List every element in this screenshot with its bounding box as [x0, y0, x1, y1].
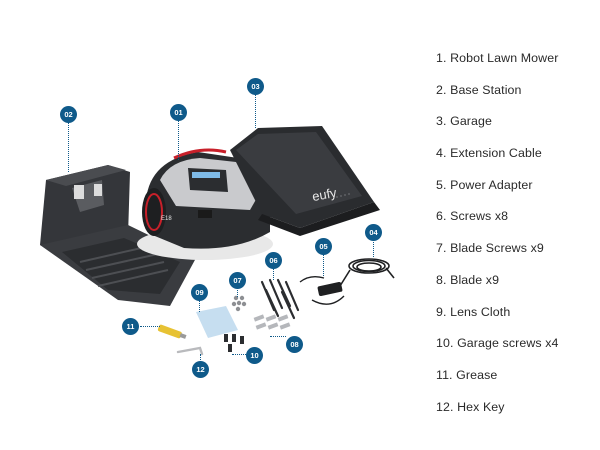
- garage-illustration: [230, 126, 380, 236]
- callout-01: 01: [170, 104, 187, 121]
- grease-illustration: [157, 324, 187, 339]
- list-item: 8. Blade x9: [436, 272, 500, 287]
- leader-10: [232, 354, 246, 355]
- garage-brand-mark: eufy: [311, 185, 338, 204]
- list-item: 1. Robot Lawn Mower: [436, 51, 559, 65]
- leader-06: [273, 268, 274, 280]
- blades-illustration: [253, 314, 291, 330]
- callout-04: 04: [365, 224, 382, 241]
- leader-01: [178, 120, 179, 160]
- leader-09: [199, 300, 200, 312]
- power-adapter-illustration: [299, 275, 345, 305]
- list-item: 11. Grease: [436, 367, 498, 382]
- callout-10: 10: [246, 347, 263, 364]
- list-item: 12. Hex Key: [436, 399, 505, 414]
- list-item: 4. Extension Cable: [436, 146, 542, 161]
- screws-illustration: [260, 278, 300, 320]
- callout-02: 02: [60, 106, 77, 123]
- leader-02: [68, 122, 69, 172]
- leader-12: [200, 354, 201, 362]
- components-drawing: eufy E18: [40, 126, 395, 356]
- leader-07: [237, 287, 238, 297]
- callout-12: 12: [192, 361, 209, 378]
- extension-cable-illustration: [339, 258, 395, 287]
- product-illustration: eufy E18 01 02 03 04 05 06 07 08 09 10 1…: [40, 78, 395, 378]
- leader-04: [373, 239, 374, 257]
- callout-06: 06: [265, 252, 282, 269]
- mower-model-mark: E18: [161, 216, 172, 222]
- callout-05: 05: [315, 238, 332, 255]
- list-item: 7. Blade Screws x9: [436, 241, 544, 256]
- list-item: 2. Base Station: [436, 82, 522, 97]
- lens-cloth-illustration: [196, 306, 238, 338]
- list-item: 3. Garage: [436, 114, 493, 129]
- component-list: 1. Robot Lawn Mower 2. Base Station 3. G…: [436, 48, 596, 428]
- leader-03: [255, 94, 256, 128]
- robot-mower-illustration: [137, 148, 273, 260]
- list-item: 10. Garage screws x4: [436, 336, 559, 351]
- callout-11: 11: [122, 318, 139, 335]
- leader-11: [140, 326, 160, 327]
- callout-07: 07: [229, 272, 246, 289]
- hex-key-illustration: [176, 346, 204, 356]
- blade-screws-illustration: [231, 295, 247, 312]
- leader-08: [270, 336, 286, 337]
- callout-09: 09: [191, 284, 208, 301]
- garage-screws-illustration: [224, 334, 244, 352]
- leader-05: [323, 254, 324, 276]
- callout-03: 03: [247, 78, 264, 95]
- list-item: 6. Screws x8: [436, 209, 509, 224]
- list-item: 9. Lens Cloth: [436, 304, 511, 319]
- list-item: 5. Power Adapter: [436, 177, 533, 192]
- callout-08: 08: [286, 336, 303, 353]
